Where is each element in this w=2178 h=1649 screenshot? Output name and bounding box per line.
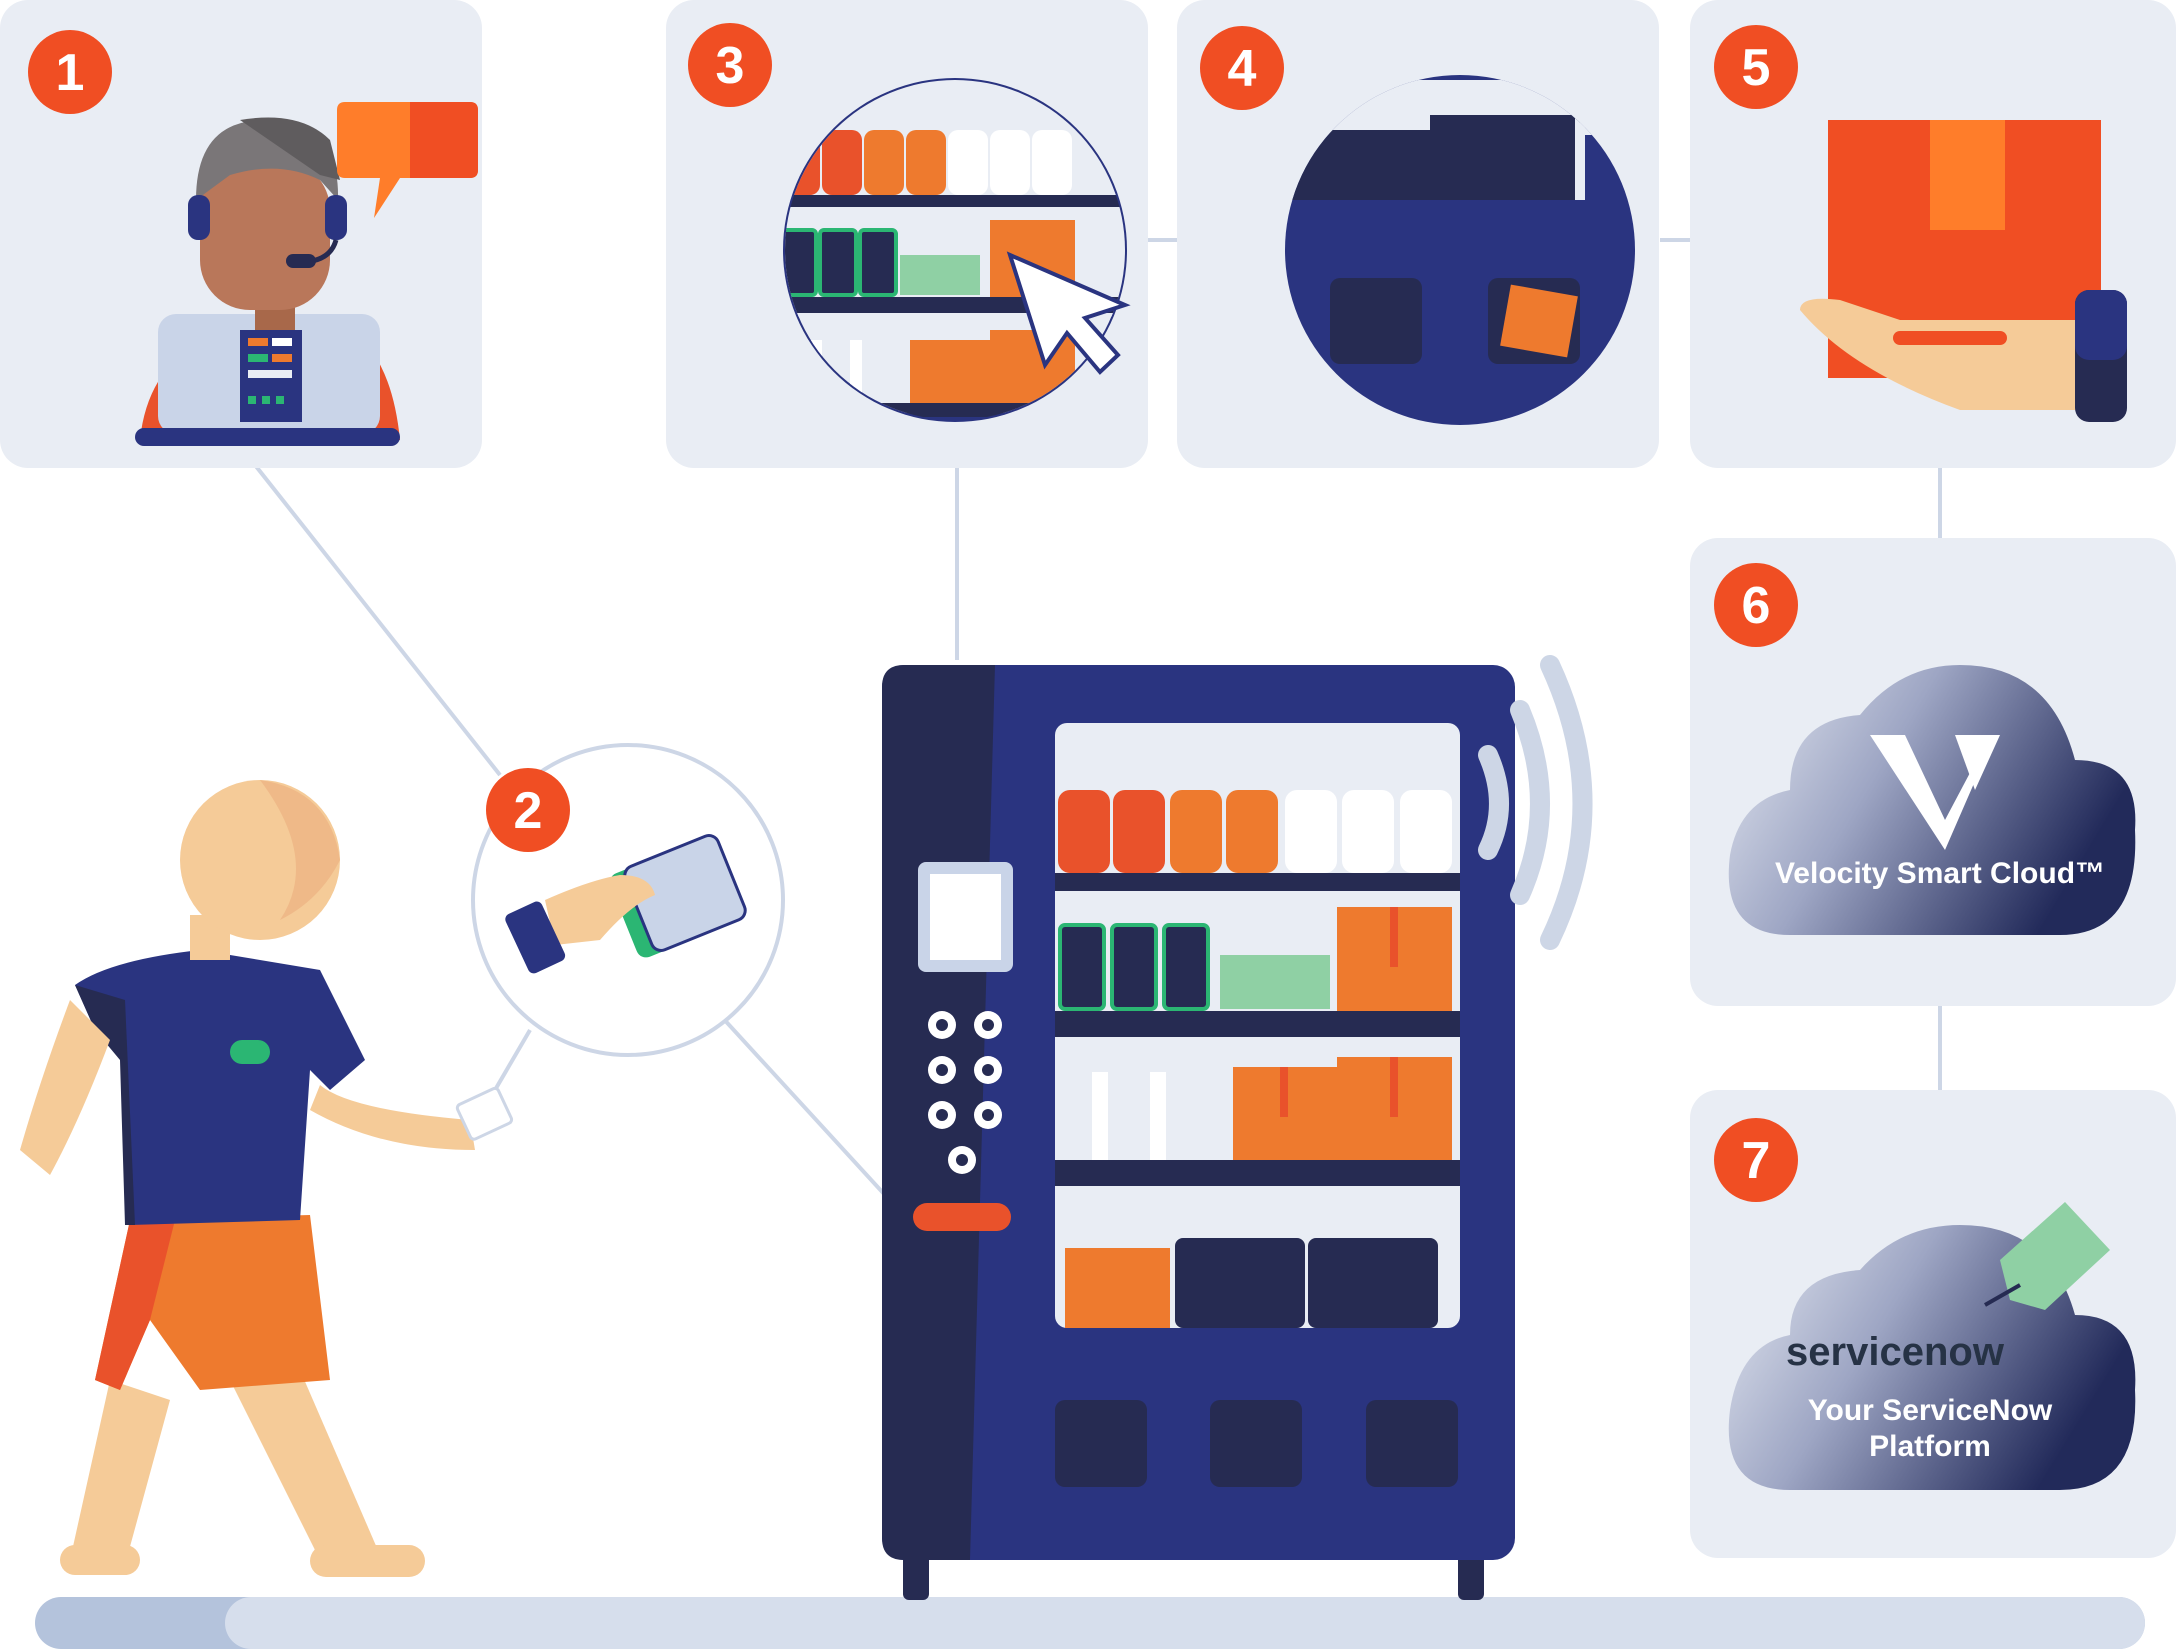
step-badge-7: 7 <box>1714 1118 1798 1202</box>
phones-row-icon <box>785 220 1075 297</box>
svg-text:5: 5 <box>1742 39 1771 97</box>
wireless-signal-icon <box>1478 655 1593 950</box>
package-received-illustration <box>1800 120 2127 422</box>
cursor-arrow-icon <box>1006 251 1131 375</box>
step-badge-1: 1 <box>28 30 112 114</box>
step-badge-6: 6 <box>1714 563 1798 647</box>
velocity-cloud-label: Velocity Smart Cloud™ <box>1775 857 2105 890</box>
servicenow-label-line1: Your ServiceNow <box>1808 1394 2053 1427</box>
servicenow-cloud: servicenow Your ServiceNow Platform <box>1728 1202 2136 1490</box>
machine-phones <box>1058 907 1452 1011</box>
support-agent-illustration <box>135 117 400 446</box>
step-badge-4: 4 <box>1200 26 1284 110</box>
vending-machine <box>882 665 1515 1600</box>
step-badge-5: 5 <box>1714 25 1798 109</box>
speech-bubble-icon <box>337 102 478 218</box>
machine-bottom-row <box>1065 1238 1438 1328</box>
svg-text:2: 2 <box>514 782 543 840</box>
svg-text:6: 6 <box>1742 577 1771 635</box>
servicenow-logo-text: servicenow <box>1786 1330 2005 1374</box>
svg-text:7: 7 <box>1742 1132 1771 1190</box>
customer-person <box>20 780 514 1577</box>
machine-bottles <box>1058 790 1452 873</box>
servicenow-label-line2: Platform <box>1869 1430 1991 1463</box>
step-badges: 1 2 3 4 5 6 7 <box>28 23 1798 1202</box>
step-badge-3: 3 <box>688 23 772 107</box>
connector-lines <box>253 238 1942 1197</box>
package-icon <box>1500 284 1578 358</box>
step-badge-2: 2 <box>486 768 570 852</box>
tag-icon <box>1984 1202 2110 1310</box>
velocity-smart-cloud: Velocity Smart Cloud™ <box>1728 665 2136 935</box>
svg-text:3: 3 <box>716 37 745 95</box>
svg-text:4: 4 <box>1228 40 1257 98</box>
coin-slot <box>913 1203 1011 1231</box>
svg-text:1: 1 <box>56 44 85 102</box>
velocity-logo-icon <box>1870 735 1995 850</box>
ground <box>35 1597 2145 1649</box>
machine-boxes <box>1092 1057 1452 1160</box>
